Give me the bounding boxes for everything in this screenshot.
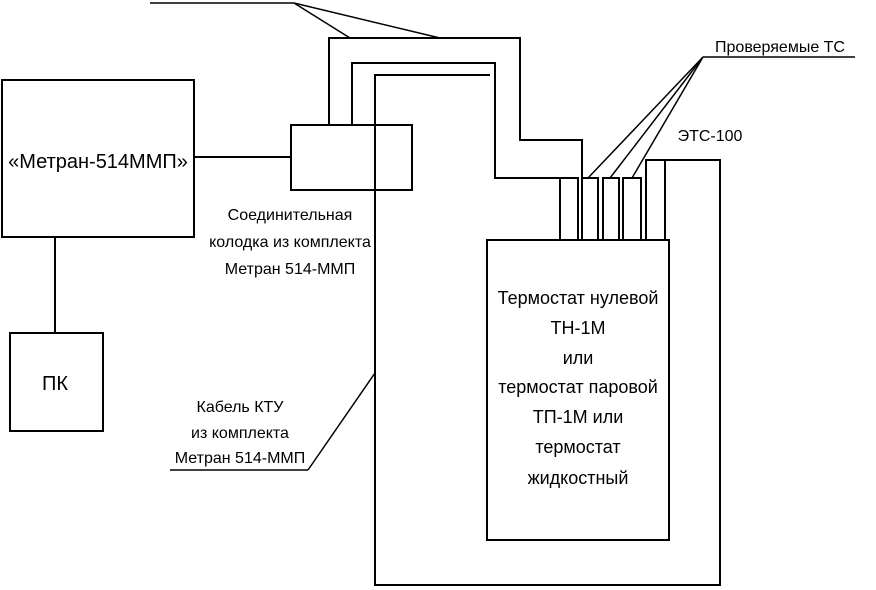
connector-box bbox=[290, 124, 413, 191]
pc-label: ПК bbox=[42, 373, 68, 395]
sensor-probe-1 bbox=[559, 177, 579, 241]
sensor-probe-4 bbox=[622, 177, 642, 241]
sensor-probe-2 bbox=[581, 177, 599, 241]
leader-top-b bbox=[293, 2, 441, 39]
cable-label-2: из комплекта bbox=[191, 425, 289, 442]
connector-label-2: колодка из комплекта bbox=[209, 234, 371, 251]
thermostat-label-2: ТН-1М bbox=[551, 318, 606, 338]
device-box bbox=[1, 79, 195, 238]
leader-sensors-3 bbox=[631, 56, 704, 179]
cable-label-1: Кабель КТУ bbox=[197, 399, 285, 416]
reference-probe bbox=[645, 159, 666, 241]
sensor-cable-outer bbox=[328, 37, 583, 178]
leader-sensors-2 bbox=[609, 56, 704, 179]
leader-cable-diag bbox=[307, 372, 376, 471]
pc-box bbox=[9, 332, 104, 432]
checked-sensors-label: Проверяемые ТС bbox=[715, 39, 845, 56]
sensor-probe-3 bbox=[602, 177, 620, 241]
leader-sensors-1 bbox=[587, 56, 704, 179]
thermostat-label-5: ТП-1М или bbox=[533, 407, 624, 427]
sensor-cable-inner bbox=[351, 62, 560, 179]
cable-label-3: Метран 514-ММП bbox=[175, 450, 305, 467]
thermostat-label-4: термостат паровой bbox=[498, 377, 658, 397]
thermostat-label-3: или bbox=[563, 348, 594, 368]
device-label: «Метран-514ММП» bbox=[8, 151, 188, 173]
leader-top-a bbox=[293, 2, 351, 39]
thermostat-label-1: Термостат нулевой bbox=[498, 288, 659, 308]
ktu-cable bbox=[374, 74, 490, 190]
connector-label-3: Метран 514-ММП bbox=[225, 261, 355, 278]
thermostat-label-6: термостат bbox=[535, 437, 620, 457]
connector-label-1: Соединительная bbox=[228, 207, 353, 224]
thermostat-label-7: жидкостный bbox=[528, 468, 629, 488]
reference-sensor-label: ЭТС-100 bbox=[678, 128, 743, 145]
